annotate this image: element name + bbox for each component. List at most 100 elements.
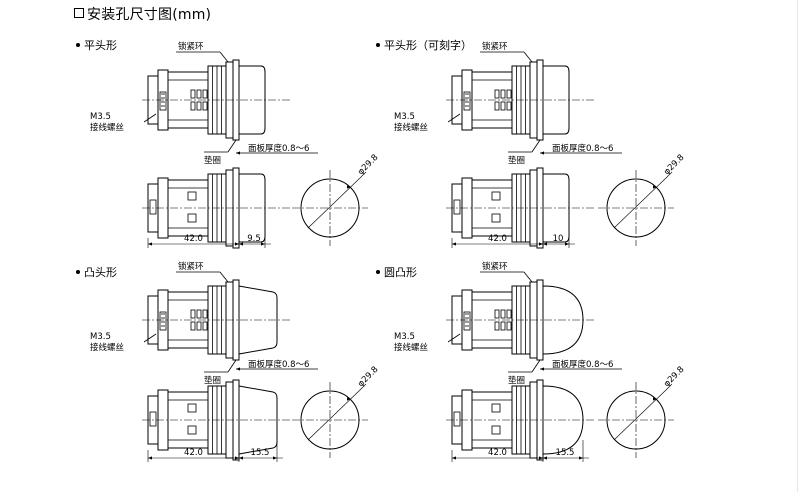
screw-label: 接线螺丝 xyxy=(394,122,429,133)
terminal-screw xyxy=(202,309,208,319)
lock-ring-label: 锁紧环 xyxy=(178,261,204,272)
washer-label: 垫圈 xyxy=(508,155,525,166)
terminal-slot xyxy=(453,199,461,215)
dimension-body-label: 42.0 xyxy=(184,234,203,244)
dimension-arrow xyxy=(540,151,544,155)
terminal-slot xyxy=(149,199,157,215)
dimension-head-label: 15.5 xyxy=(251,448,270,458)
dimension-body-label: 42.0 xyxy=(488,448,507,458)
leader-line xyxy=(219,51,229,63)
diameter-line xyxy=(307,177,361,229)
terminal-screw xyxy=(187,425,197,435)
terminal-screw xyxy=(196,321,202,331)
leader-line xyxy=(531,359,541,373)
terminal-screw xyxy=(494,321,500,331)
washer-label: 垫圈 xyxy=(204,375,221,386)
terminal-screw xyxy=(196,309,202,319)
lock-ring-label: 锁紧环 xyxy=(178,41,204,52)
diameter-label: φ29.8 xyxy=(356,153,380,177)
screw-label: 接线螺丝 xyxy=(90,122,125,133)
dimension-body-label: 42.0 xyxy=(184,448,203,458)
diameter-line xyxy=(613,177,667,229)
screw-size-label: M3.5 xyxy=(394,332,415,342)
dimension-arrow xyxy=(539,456,543,460)
leader-line xyxy=(219,271,229,283)
terminal-screw xyxy=(494,309,500,319)
diameter-label: φ29.8 xyxy=(662,153,686,177)
dimension-arrow xyxy=(148,456,152,460)
terminal-slot xyxy=(149,411,157,427)
terminal-screw xyxy=(187,213,197,223)
terminal-screw xyxy=(500,309,506,319)
terminal-slot xyxy=(159,91,167,111)
terminal-screw xyxy=(187,403,197,413)
page-title-text: 安装孔尺寸图(mm) xyxy=(87,7,212,23)
leader-line xyxy=(447,333,461,343)
dimension-arrow xyxy=(236,151,240,155)
lock-ring-label: 锁紧环 xyxy=(482,41,508,52)
panel-thickness-label: 面板厚度0.8～6 xyxy=(248,359,309,370)
diameter-line xyxy=(613,389,667,441)
terminal-screw xyxy=(190,321,196,331)
bullet-icon xyxy=(376,270,380,274)
panel-thickness-label: 面板厚度0.8～6 xyxy=(248,143,309,154)
dimension-arrow xyxy=(347,185,351,189)
dimension-arrow xyxy=(239,456,243,460)
diameter-label: φ29.8 xyxy=(356,365,380,389)
diameter-line xyxy=(665,383,673,391)
dimension-arrow xyxy=(235,242,239,246)
terminal-screw xyxy=(491,425,501,435)
terminal-screw xyxy=(500,101,506,111)
diameter-line xyxy=(665,171,673,179)
terminal-screw xyxy=(500,321,506,331)
terminal-screw xyxy=(491,213,501,223)
dimension-head-label: 15.5 xyxy=(556,448,575,458)
bullet-icon xyxy=(76,43,80,47)
terminal-slot xyxy=(463,311,471,331)
terminal-screw xyxy=(506,89,512,99)
section-title-convex: 凸头形 xyxy=(76,264,117,280)
panel-thickness-label: 面板厚度0.8～6 xyxy=(552,359,613,370)
dimension-arrow xyxy=(236,367,240,371)
terminal-screw xyxy=(506,309,512,319)
diameter-line xyxy=(359,171,367,179)
terminal-screw xyxy=(494,101,500,111)
terminal-screw xyxy=(494,89,500,99)
washer-label: 垫圈 xyxy=(204,155,221,166)
dimension-arrow xyxy=(539,242,543,246)
bullet-icon xyxy=(376,43,380,47)
dimension-arrow xyxy=(565,242,569,246)
dimension-arrow xyxy=(261,242,265,246)
leader-line xyxy=(523,271,533,283)
section-title-flat: 平头形 xyxy=(76,37,117,53)
leader-line xyxy=(531,139,541,153)
screw-label: 接线螺丝 xyxy=(90,342,125,353)
dimension-body-label: 42.0 xyxy=(488,234,507,244)
dimension-arrow xyxy=(653,397,657,401)
washer-label: 垫圈 xyxy=(508,375,525,386)
panel-thickness-label: 面板厚度0.8～6 xyxy=(552,143,613,154)
screw-label: 接线螺丝 xyxy=(394,342,429,353)
dimension-arrow xyxy=(148,242,152,246)
lock-ring-label: 锁紧环 xyxy=(482,261,508,272)
dimension-head-label: 10 xyxy=(553,234,564,244)
terminal-screw xyxy=(196,89,202,99)
leader-line xyxy=(227,359,237,373)
terminal-screw xyxy=(202,321,208,331)
terminal-screw xyxy=(202,101,208,111)
dimension-head-label: 9.5 xyxy=(247,234,261,244)
terminal-screw xyxy=(500,89,506,99)
terminal-screw xyxy=(187,191,197,201)
dimension-arrow xyxy=(452,242,456,246)
checkbox-bullet-icon xyxy=(74,8,84,18)
bullet-icon xyxy=(76,270,80,274)
dimension-arrow xyxy=(653,185,657,189)
dimension-arrow xyxy=(579,456,583,460)
terminal-screw xyxy=(190,89,196,99)
dimension-arrow xyxy=(239,242,243,246)
section-title-round-convex: 圆凸形 xyxy=(376,264,417,280)
